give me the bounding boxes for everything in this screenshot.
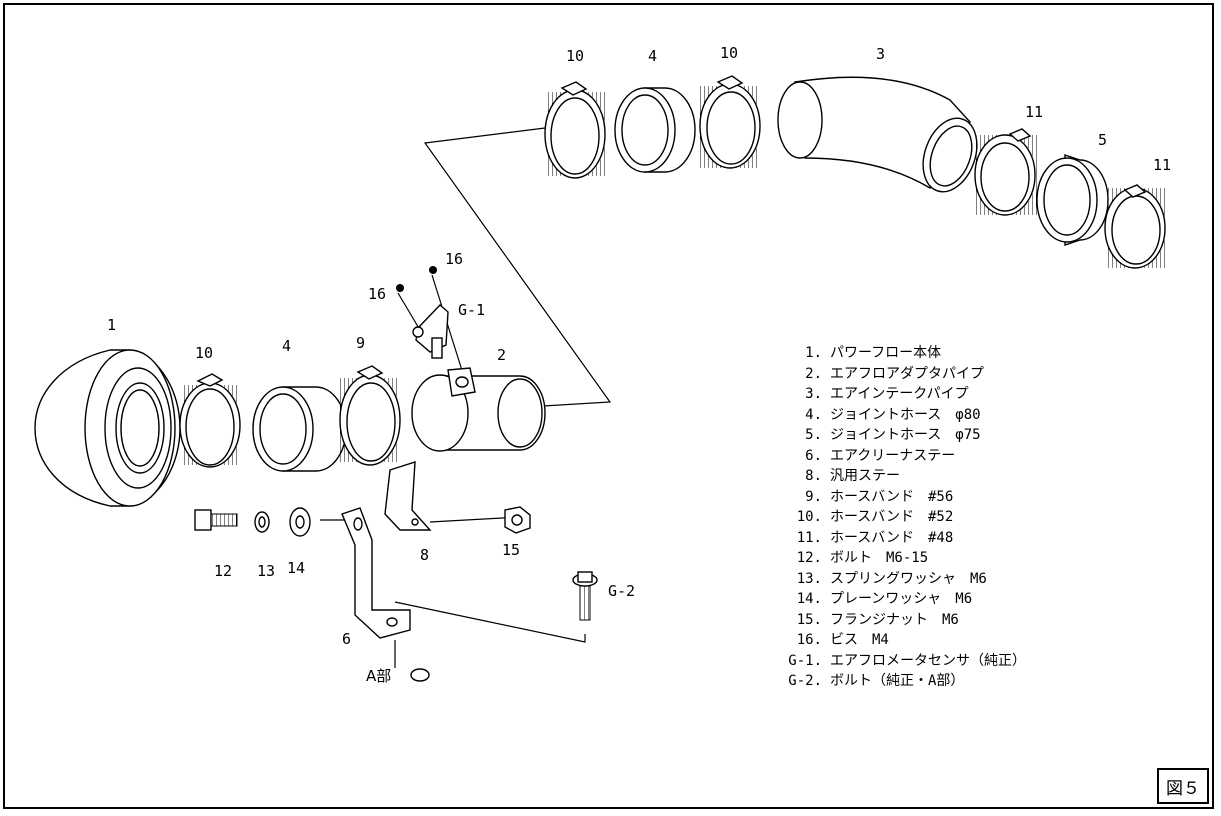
part-G2-bolt <box>572 571 598 621</box>
part-13-spring-washer <box>254 511 270 533</box>
legend-item: 2.エアフロアダプタパイプ <box>805 365 984 382</box>
label-part-10-lower: 10 <box>195 344 214 362</box>
label-part-A: A部 <box>366 667 392 685</box>
figure-frame <box>3 3 1214 809</box>
part-15-flange-nut <box>504 506 531 534</box>
label-part-4-lower: 4 <box>282 337 292 355</box>
part-10-upper-hose-band-right <box>699 75 761 169</box>
label-part-1: 1 <box>107 316 117 334</box>
legend-item: 3.エアインテークパイプ <box>805 386 969 402</box>
legend-item: G-1.エアフロメータセンサ（純正） <box>788 652 1026 669</box>
legend-item: 6.エアクリーナステー <box>805 447 956 464</box>
legend-item: 13.スプリングワッシャ M6 <box>796 570 987 587</box>
label-part-15: 15 <box>502 541 521 559</box>
part-10-lower-hose-band <box>179 373 241 468</box>
label-part-5: 5 <box>1098 131 1108 149</box>
label-part-3: 3 <box>876 45 886 63</box>
label-part-13: 13 <box>257 562 276 580</box>
legend-item: 15.フランジナット M6 <box>796 611 959 628</box>
part-5-joint-hose <box>1036 154 1109 246</box>
parts-legend: 1.パワーフロー本体 2.エアフロアダプタパイプ 3.エアインテークパイプ 4.… <box>782 343 1026 692</box>
part-4-upper-joint-hose <box>614 87 696 173</box>
legend-item: G-2.ボルト（純正・A部） <box>788 673 965 689</box>
legend-item: 14.プレーンワッシャ M6 <box>796 591 973 607</box>
legend-item: 11.ホースバンド #48 <box>796 529 954 546</box>
legend-item: 12.ボルト M6-15 <box>796 550 929 566</box>
label-part-10-upper-right: 10 <box>720 44 739 62</box>
legend-item: 9.ホースバンド #56 <box>805 488 954 505</box>
label-part-14: 14 <box>287 559 306 577</box>
legend-item: 4.ジョイントホース φ80 <box>805 406 981 423</box>
part-12-bolt <box>194 509 238 531</box>
label-part-10-upper-left: 10 <box>566 47 585 65</box>
label-part-11-b: 11 <box>1153 156 1172 174</box>
legend-item: 10.ホースバンド #52 <box>796 509 954 525</box>
part-3-intake-pipe <box>777 76 978 193</box>
legend-item: 1.パワーフロー本体 <box>805 345 942 361</box>
part-11-hose-band-a <box>974 128 1037 216</box>
part-A-marker <box>410 668 430 682</box>
part-1-power-flow-body <box>34 349 181 507</box>
part-4-lower-joint-hose <box>252 386 347 472</box>
figure-number-tag: 図５ <box>1157 768 1209 804</box>
label-part-16-a: 16 <box>368 285 387 303</box>
label-part-16-b: 16 <box>445 250 464 268</box>
label-part-4-upper: 4 <box>648 47 658 65</box>
legend-item: 8.汎用ステー <box>805 468 900 484</box>
legend-item: 16.ビス M4 <box>796 632 889 648</box>
legend-item: 5.ジョイントホース φ75 <box>805 427 981 443</box>
part-16-screws <box>396 266 437 292</box>
label-part-9: 9 <box>356 334 366 352</box>
part-6-air-cleaner-stay <box>341 507 411 639</box>
label-part-G1: G-1 <box>458 301 486 319</box>
label-part-8: 8 <box>420 546 430 564</box>
part-8-universal-stay <box>384 461 432 531</box>
part-G1-airflow-sensor <box>412 304 449 359</box>
part-11-hose-band-b <box>1104 184 1167 269</box>
label-part-6: 6 <box>342 630 352 648</box>
part-2-adapter-pipe <box>411 367 546 452</box>
label-part-G2: G-2 <box>608 582 636 600</box>
label-part-2: 2 <box>497 346 507 364</box>
label-part-12: 12 <box>214 562 233 580</box>
label-part-11-a: 11 <box>1025 103 1044 121</box>
part-14-plain-washer <box>289 507 311 537</box>
part-9-hose-band <box>339 365 401 466</box>
part-10-upper-hose-band-left <box>544 81 606 179</box>
